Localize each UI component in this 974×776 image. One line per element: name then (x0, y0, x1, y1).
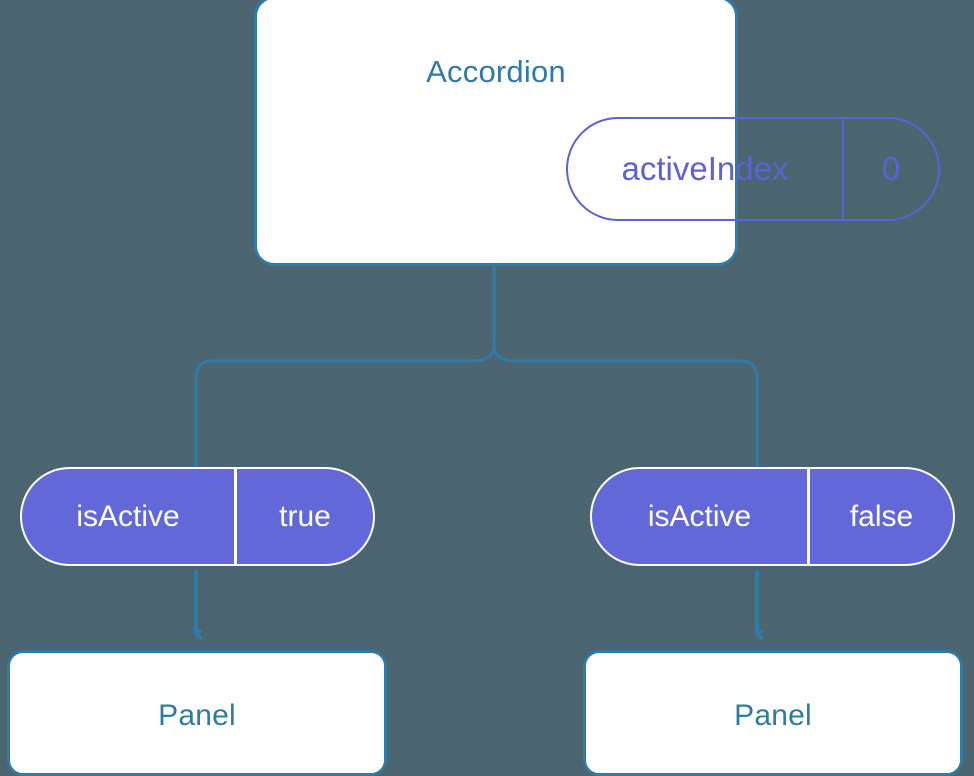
connector-fork-left (194, 343, 496, 469)
prop-badge-key: isActive (592, 469, 810, 564)
prop-badge-is-active-true[interactable]: isActive true (20, 467, 375, 566)
panel-title: Panel (158, 699, 236, 732)
accordion-title: Accordion (426, 54, 566, 89)
prop-badge-is-active-false[interactable]: isActive false (590, 467, 955, 566)
state-badge-key: activeIndex (568, 119, 844, 219)
panel-title: Panel (734, 699, 812, 732)
prop-badge-value: false (849, 499, 914, 533)
prop-badge-value: true (279, 499, 331, 533)
connector-fork-right (492, 343, 759, 469)
state-badge-active-index[interactable]: activeIndex 0 (566, 117, 940, 221)
node-accordion[interactable]: Accordion activeIndex 0 (254, 0, 940, 266)
node-panel-left[interactable]: Panel (7, 650, 387, 776)
state-badge-value: 0 (881, 150, 901, 187)
prop-badge-key: isActive (22, 469, 237, 564)
node-panel-right[interactable]: Panel (583, 650, 963, 776)
